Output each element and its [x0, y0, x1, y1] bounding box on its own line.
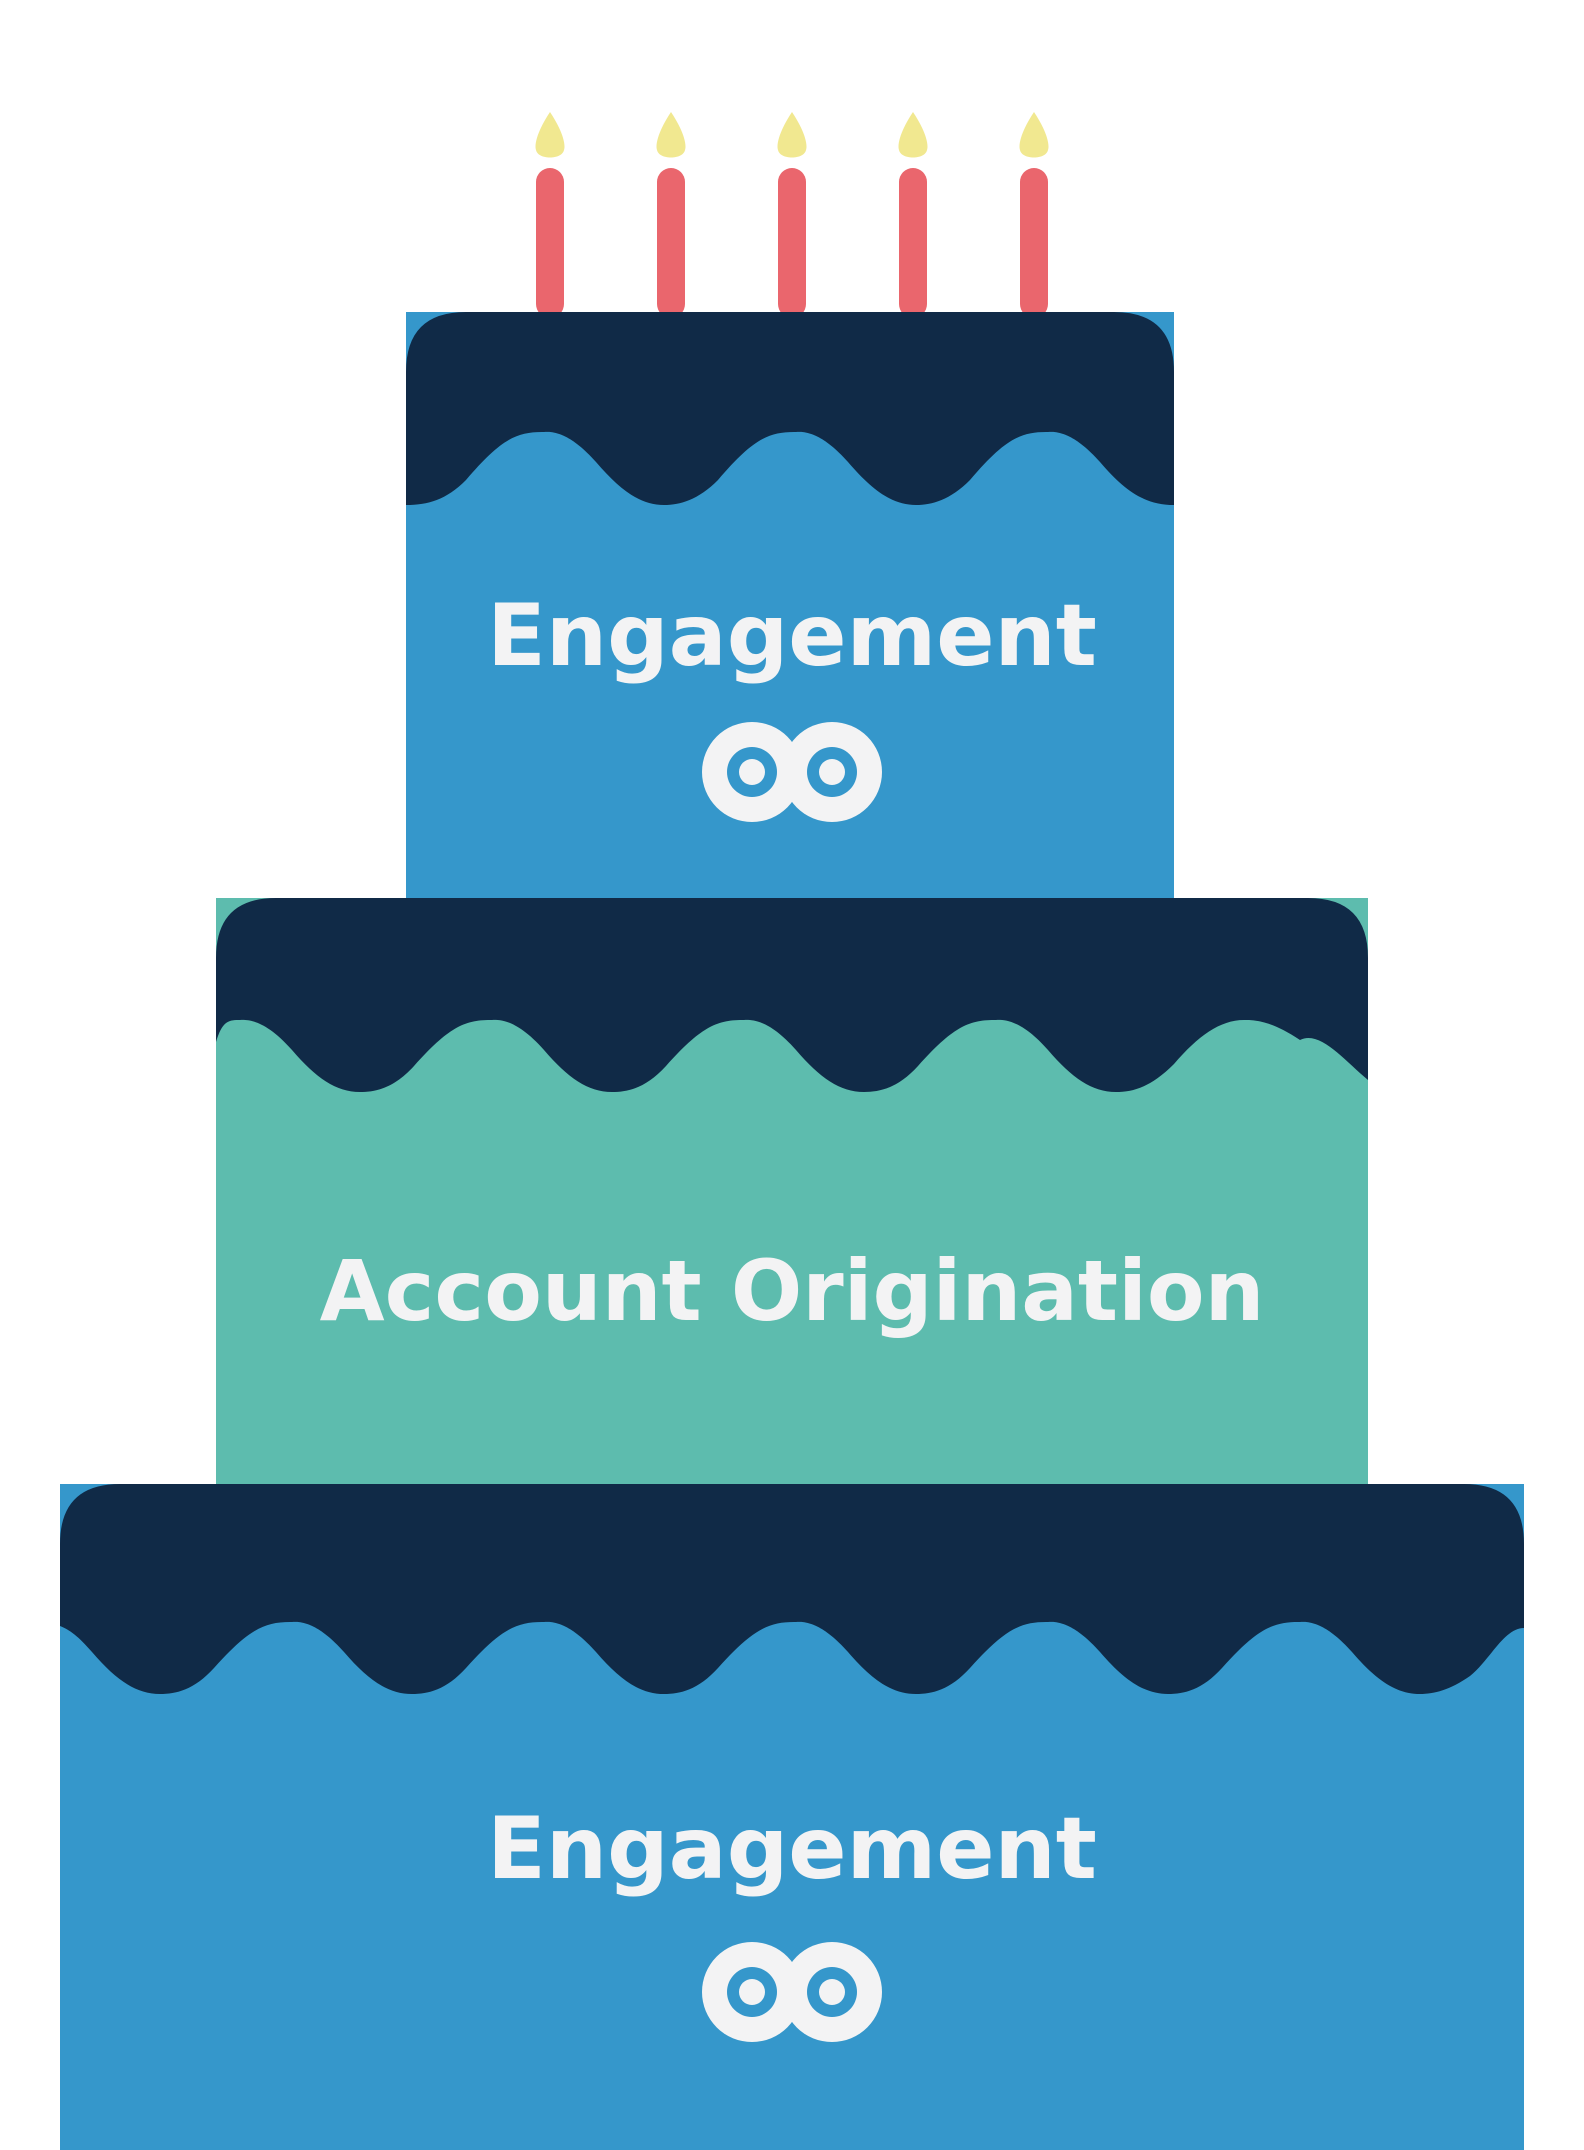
tier-frosting: [216, 898, 1368, 1092]
flame-icon: [898, 112, 928, 158]
cake-tier-top: Engagement: [406, 312, 1174, 900]
candle-4: [898, 112, 928, 318]
candle-1: [535, 112, 565, 318]
tier-frosting: [406, 312, 1174, 505]
infinity-logo-icon: [702, 722, 882, 822]
candle-2: [656, 112, 686, 318]
candle-5: [1019, 112, 1049, 318]
tier-label: Engagement: [487, 586, 1097, 686]
candle-stick: [657, 168, 685, 318]
cake-tier-middle: Account Origination: [216, 898, 1368, 1486]
flame-icon: [1019, 112, 1049, 158]
cake-tier-bottom: Engagement: [60, 1484, 1524, 2150]
infinity-logo-icon: [702, 1942, 882, 2042]
tier-label: Account Origination: [320, 1242, 1265, 1340]
flame-icon: [777, 112, 807, 158]
candles: [535, 112, 1049, 318]
candle-stick: [536, 168, 564, 318]
flame-icon: [656, 112, 686, 158]
candle-stick: [899, 168, 927, 318]
flame-icon: [535, 112, 565, 158]
candle-3: [777, 112, 807, 318]
tier-frosting: [60, 1484, 1524, 1694]
candle-stick: [1020, 168, 1048, 318]
tier-label: Engagement: [487, 1799, 1097, 1899]
candle-stick: [778, 168, 806, 318]
